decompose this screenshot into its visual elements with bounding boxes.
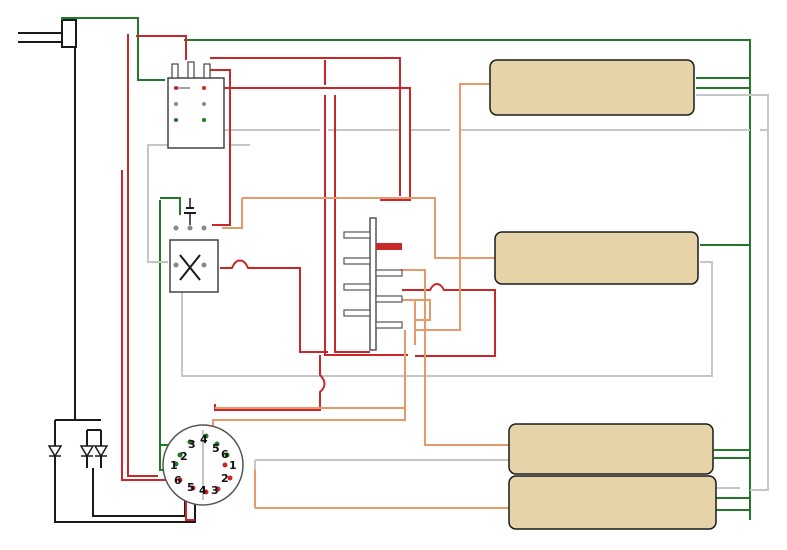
din-pin-label: 2: [180, 450, 188, 463]
din-pin-label: 5: [212, 442, 220, 455]
switch-lower: [169, 198, 219, 293]
diode-1: [47, 420, 63, 460]
pickup-bottom-a: [508, 423, 714, 475]
switch-upper: [167, 61, 225, 149]
pickups: [489, 59, 717, 530]
din-pin-label: 3: [188, 438, 196, 451]
diode-3: [93, 430, 109, 458]
din-socket: 3 4 5 2 6 1 1 2 3 4 5 6: [162, 424, 244, 506]
input-jack: [61, 19, 77, 48]
din-pin-label: 1: [229, 459, 237, 472]
din-pin-label: 6: [221, 448, 229, 461]
shield-wires: [147, 94, 769, 491]
din-pin-label: 2: [221, 472, 229, 485]
pickup-top: [489, 59, 695, 116]
ground-wires: [61, 17, 751, 520]
hot-wires: [121, 34, 496, 521]
input-jack-leads: [18, 19, 77, 48]
rotary-selector: [343, 217, 403, 351]
signal-wires: [212, 83, 510, 509]
din-pin-label: 1: [170, 459, 178, 472]
din-pin-label: 3: [211, 484, 219, 497]
selector-contact-active: [376, 243, 402, 250]
diode-2: [79, 429, 101, 458]
pickup-bottom-b: [508, 475, 717, 530]
din-pin-label: 4: [199, 484, 207, 497]
pickup-middle: [494, 231, 699, 285]
din-pin-label: 6: [174, 474, 182, 487]
din-pin-label: 5: [187, 481, 195, 494]
din-pin-label: 4: [200, 433, 208, 446]
